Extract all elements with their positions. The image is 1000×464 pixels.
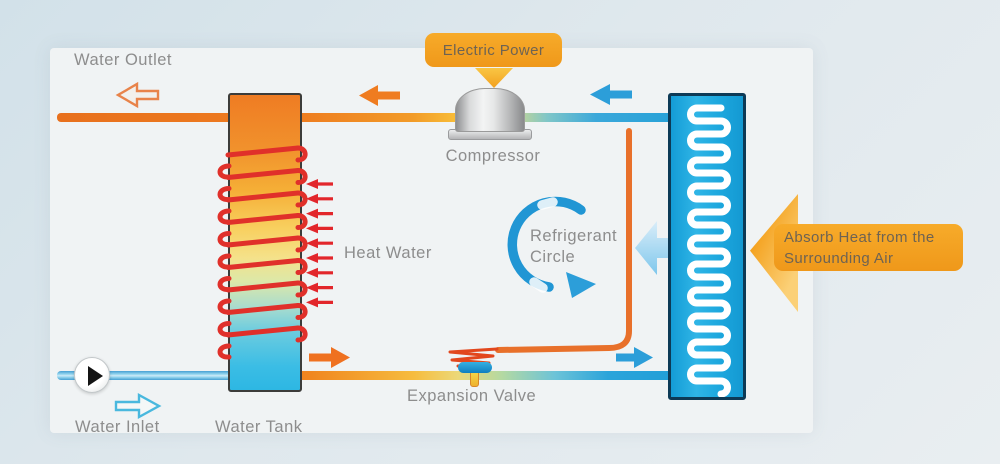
water-inlet-pipe — [57, 371, 228, 380]
electric-power-label: Electric Power — [442, 41, 545, 59]
refrigerant-label-line1: Refrigerant — [530, 227, 618, 245]
refrigerant-pipe-top — [57, 113, 670, 122]
compressor-label: Compressor — [445, 147, 541, 165]
water-tank — [228, 93, 302, 392]
evaporator-coil — [668, 93, 746, 400]
absorb-heat-label-line2: Surrounding Air — [784, 249, 894, 267]
heat-water-label: Heat Water — [344, 244, 432, 262]
absorb-heat-label-line1: Absorb Heat from the — [784, 228, 935, 246]
water-tank-label: Water Tank — [215, 418, 303, 436]
compressor-icon — [455, 88, 525, 132]
refrigerant-label-line2: Circle — [530, 248, 576, 266]
pump-triangle-icon — [88, 366, 103, 386]
refrigerant-pipe-bottom — [228, 371, 670, 380]
absorb-heat-badge: Absorb Heat from the Surrounding Air — [774, 224, 963, 271]
expansion-valve-label: Expansion Valve — [407, 387, 537, 405]
evaporator-serpentine-icon — [687, 104, 731, 397]
expansion-valve-icon — [458, 362, 492, 373]
water-outlet-label: Water Outlet — [74, 51, 172, 69]
serpentine-tube — [687, 104, 731, 397]
electric-power-badge: Electric Power — [425, 33, 562, 67]
pump-icon — [74, 357, 110, 393]
water-inlet-label: Water Inlet — [75, 418, 160, 436]
refrigerant-circle-label: Refrigerant Circle — [530, 226, 617, 268]
